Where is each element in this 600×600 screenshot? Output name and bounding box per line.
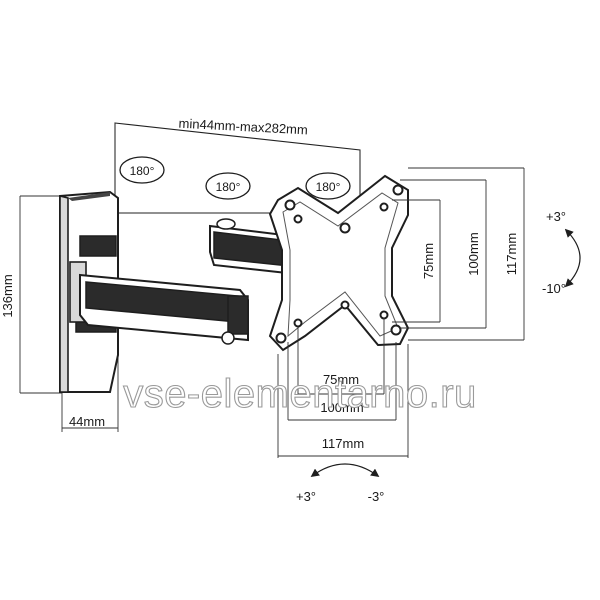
pivot-icon	[216, 218, 236, 230]
watermark: vse-elementarno.ru	[123, 372, 477, 416]
tilt-down-label: -10°	[542, 281, 566, 296]
level-arc-icon	[310, 463, 380, 477]
level-minus-label: -3°	[368, 489, 385, 504]
vesa-width-75-label: 75mm	[323, 372, 359, 387]
plate-height-label: 136mm	[0, 274, 15, 317]
swivel-2-label: 180°	[216, 180, 241, 194]
screw-hole-icon	[340, 300, 350, 310]
tilt-arc-icon	[564, 228, 581, 288]
plate-height-dimension-lines	[19, 195, 62, 394]
screw-hole-icon	[390, 324, 402, 336]
tilt-up-label: +3°	[546, 209, 566, 224]
screw-hole-icon	[293, 318, 303, 328]
screw-hole-icon	[379, 310, 389, 320]
vesa-height-117-label: 117mm	[504, 233, 519, 275]
plate-depth-label: 44mm	[69, 414, 105, 429]
vesa-width-100-label: 100mm	[320, 400, 363, 415]
swivel-badge-2: 180°	[205, 172, 251, 200]
swivel-3-label: 180°	[316, 180, 341, 194]
vesa-height-100-label: 100mm	[466, 232, 481, 275]
screw-hole-icon	[392, 184, 404, 196]
screw-hole-icon	[339, 222, 351, 234]
vesa-height-75-label: 75mm	[421, 243, 436, 279]
vesa-width-dimension-lines	[277, 318, 409, 458]
plate-depth-dimension-lines	[61, 355, 119, 432]
swivel-badge-3: 180°	[305, 172, 351, 200]
screw-hole-icon	[379, 202, 389, 212]
arm-extension-label: min44mm-max282mm	[178, 116, 308, 138]
pivot-icon	[221, 331, 235, 345]
swivel-badge-1: 180°	[119, 156, 165, 184]
vesa-height-dimension-lines	[392, 167, 525, 341]
screw-hole-icon	[293, 214, 303, 224]
swivel-1-label: 180°	[130, 164, 155, 178]
level-plus-label: +3°	[296, 489, 316, 504]
screw-hole-icon	[284, 199, 296, 211]
vesa-plate	[268, 174, 410, 352]
screw-hole-icon	[275, 332, 287, 344]
vesa-width-117-label: 117mm	[322, 436, 364, 451]
lower-arm	[79, 273, 249, 345]
